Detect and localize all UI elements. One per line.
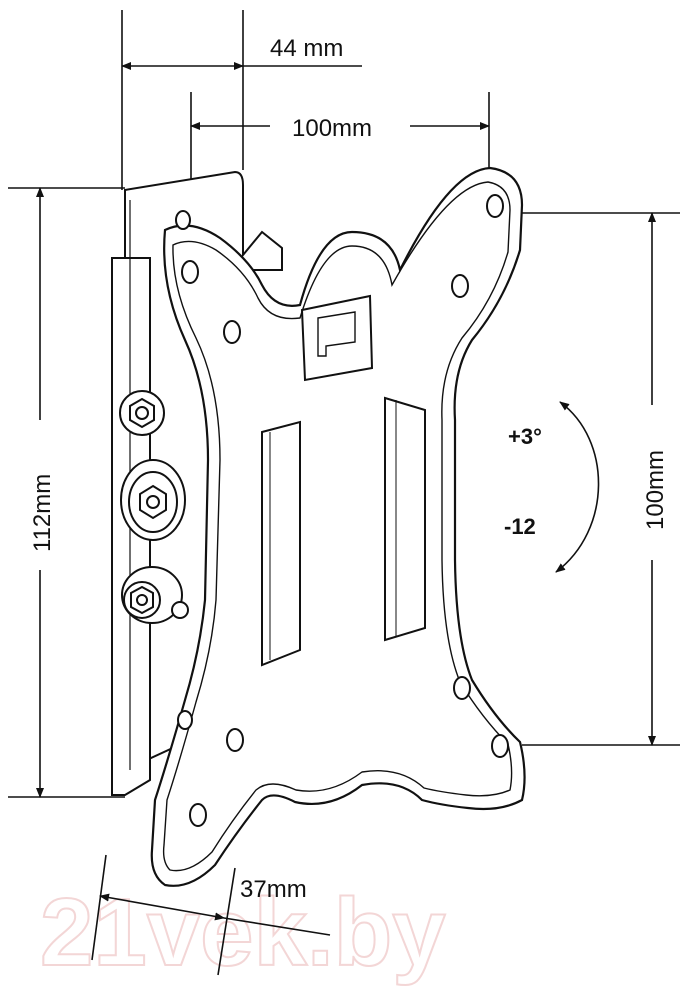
dimension-label-100mm-horizontal: 100mm bbox=[292, 115, 372, 142]
dimension-label-112mm: 112mm bbox=[29, 474, 56, 552]
mounting-hole bbox=[451, 274, 469, 298]
hex-bolt-top bbox=[119, 390, 165, 436]
tilt-arrow bbox=[555, 401, 600, 573]
mounting-hole bbox=[486, 194, 504, 218]
vesa-slot-left bbox=[261, 420, 301, 667]
mounting-hole bbox=[226, 728, 244, 752]
dimension-label-37mm: 37mm bbox=[240, 876, 307, 903]
vesa-slot-right bbox=[384, 396, 426, 642]
dimension-37mm bbox=[91, 854, 331, 976]
mounting-hole bbox=[175, 210, 191, 230]
tilt-down-label: -12 bbox=[504, 514, 536, 539]
dimension-112mm bbox=[8, 187, 125, 798]
mounting-hole bbox=[189, 803, 207, 827]
dimension-label-44mm: 44 mm bbox=[270, 35, 343, 62]
tilt-up-label: +3° bbox=[508, 424, 542, 449]
mounting-hole bbox=[177, 710, 193, 730]
mounting-hole bbox=[223, 320, 241, 344]
mounting-hole bbox=[181, 260, 199, 284]
dimension-100mm-vertical bbox=[522, 212, 680, 746]
dimension-44mm bbox=[121, 10, 362, 190]
mounting-hole bbox=[453, 676, 471, 700]
vesa-plate bbox=[150, 166, 526, 887]
mounting-hole bbox=[491, 734, 509, 758]
mounting-holes bbox=[175, 194, 509, 827]
dimension-label-100mm-vertical: 100mm bbox=[642, 450, 669, 530]
hex-bolt-bottom bbox=[121, 566, 189, 624]
center-latch bbox=[300, 294, 374, 382]
pivot-knob bbox=[120, 459, 186, 541]
